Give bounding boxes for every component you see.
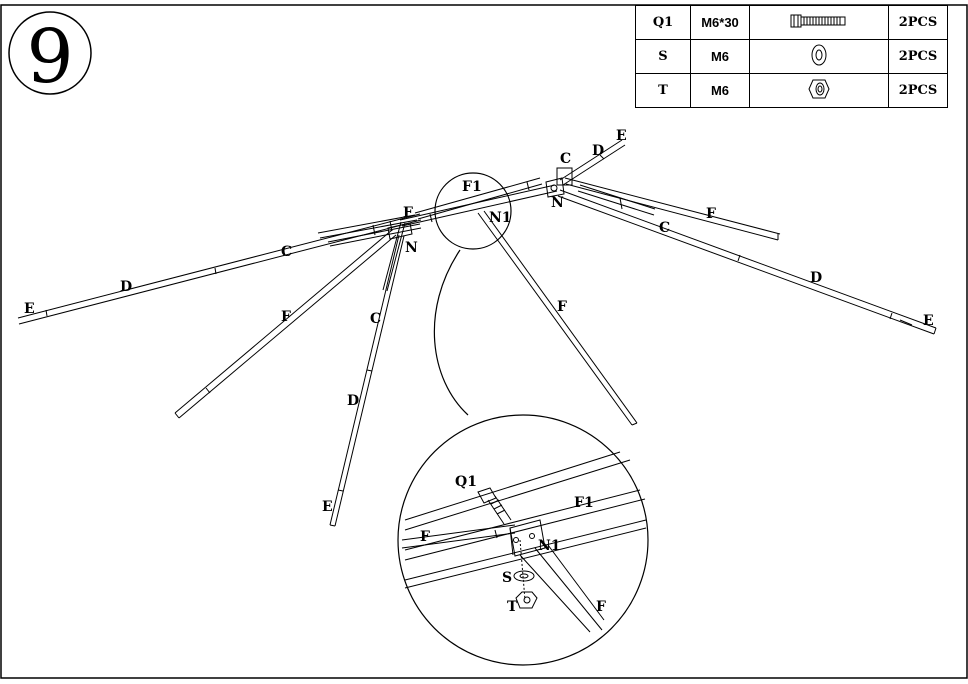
label-c-mid: C: [370, 311, 381, 327]
parts-row: T M6 2PCS: [635, 73, 948, 108]
detail-label-s: S: [502, 570, 512, 586]
label-n-right: N: [551, 195, 564, 211]
detail-label-t: T: [507, 599, 518, 615]
step-number-badge: 9: [8, 11, 92, 100]
part-code: T: [635, 73, 691, 108]
detail-callout: [397, 172, 649, 666]
detail-labels: Q1 F1 F N1 S T F: [420, 474, 606, 615]
tube-right-f: [564, 177, 781, 241]
detail-bolt-icon: [477, 487, 512, 525]
label-f-center: F: [557, 299, 567, 315]
label-f-top-left: F: [403, 205, 413, 221]
part-qty: 2PCS: [888, 39, 948, 74]
tube-left-f: [174, 229, 397, 419]
part-qty: 2PCS: [888, 73, 948, 108]
parts-table: Q1 M6*30 2PCS S M6 2PCS: [635, 5, 948, 108]
detail-view: [401, 451, 647, 633]
detail-label-q1: Q1: [455, 474, 477, 490]
connector-n-right: [545, 177, 565, 198]
part-code: Q1: [635, 5, 691, 40]
parts-row: S M6 2PCS: [635, 39, 948, 74]
label-c-top: C: [560, 151, 571, 167]
label-c-left: C: [281, 244, 292, 260]
label-e-top: E: [616, 128, 627, 144]
step-number: 9: [26, 14, 73, 100]
detail-label-f-left: F: [420, 529, 430, 545]
label-c-right: C: [659, 220, 670, 236]
tube-center-f: [477, 210, 638, 426]
label-n1-top: N1: [489, 210, 512, 226]
part-size: M6: [690, 39, 750, 74]
part-size: M6: [690, 73, 750, 108]
detail-nut-icon: [515, 591, 538, 609]
washer-icon: [811, 44, 827, 65]
part-size: M6*30: [690, 5, 750, 40]
tube-short-f: [382, 221, 406, 292]
part-picture: [749, 39, 889, 74]
bolt-icon: [790, 14, 846, 27]
connector-n-left: [387, 222, 413, 240]
detail-label-f-bottom: F: [596, 599, 606, 615]
label-e-mid: E: [322, 499, 333, 515]
label-f-left: F: [281, 309, 291, 325]
label-e-right: E: [923, 313, 934, 329]
detail-label-n1: N1: [538, 538, 561, 554]
label-f1-top: F1: [462, 179, 482, 195]
tube-middle-arm: [329, 234, 405, 527]
parts-row: Q1 M6*30 2PCS: [635, 5, 948, 40]
part-code: S: [635, 39, 691, 74]
tube-right-arm: [557, 189, 937, 335]
label-d-top: D: [592, 143, 604, 159]
detail-label-f1: F1: [574, 495, 594, 511]
label-n-left: N: [405, 240, 418, 256]
nut-icon: [808, 79, 830, 98]
part-picture: [749, 5, 889, 40]
part-picture: [749, 73, 889, 108]
label-f-right: F: [706, 206, 716, 222]
diagram-labels: E D C F F N C D E F1 N1 F C D E N F C D …: [24, 128, 934, 515]
detail-washer-icon: [513, 570, 535, 582]
tube-ridge-f1: [399, 177, 558, 227]
part-qty: 2PCS: [888, 5, 948, 40]
label-d-left: D: [120, 279, 132, 295]
label-d-mid: D: [347, 393, 359, 409]
tube-left-rail: [317, 214, 422, 247]
label-e-left: E: [24, 301, 35, 317]
label-d-right: D: [810, 270, 822, 286]
